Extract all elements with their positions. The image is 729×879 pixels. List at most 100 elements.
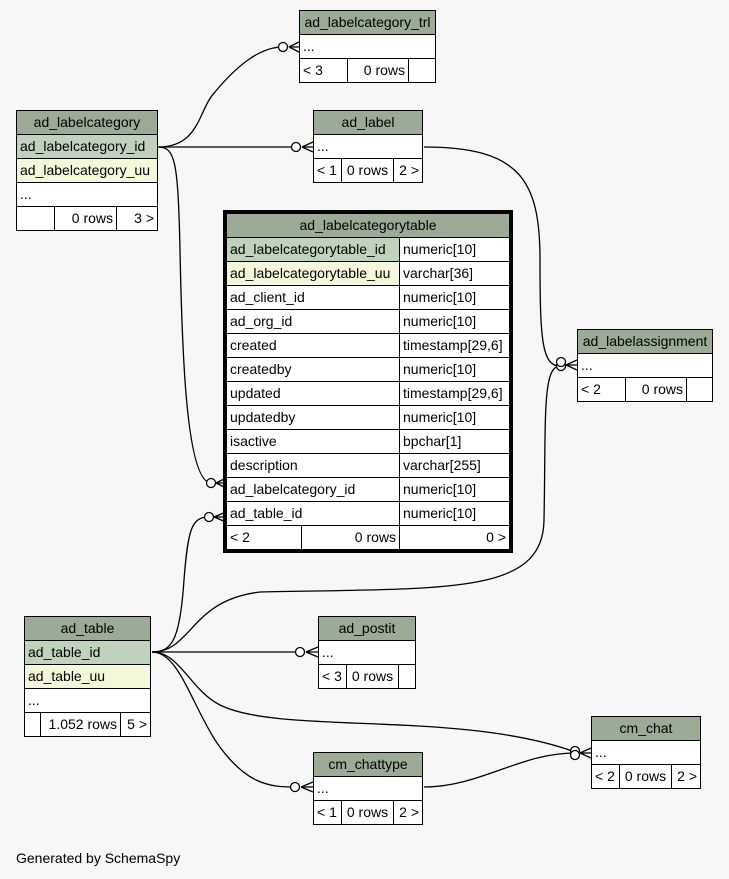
crowfoot-circle — [294, 646, 306, 658]
parents-count[interactable] — [686, 377, 713, 402]
column-type: numeric[10] — [399, 285, 510, 310]
unique-column: ad_labelcategory_uu — [16, 158, 158, 183]
column-name: ad_table_id — [226, 501, 400, 526]
column-type: timestamp[29,6] — [399, 381, 510, 406]
column-type: numeric[10] — [399, 357, 510, 382]
table-header[interactable]: ad_labelcategory — [16, 110, 158, 135]
parents-count[interactable]: 2 > — [671, 764, 701, 789]
parents-count[interactable]: 2 > — [393, 800, 423, 825]
children-count[interactable]: < 2 — [577, 377, 626, 402]
table-ad_label[interactable]: ad_label ... < 1 0 rows 2 > — [313, 110, 423, 183]
column-type: numeric[10] — [399, 501, 510, 526]
children-count[interactable] — [16, 206, 55, 231]
row-count: 0 rows — [346, 664, 399, 689]
row-count: 0 rows — [347, 58, 409, 83]
edge-label-to-labelassignment — [423, 146, 561, 367]
children-count[interactable]: < 2 — [226, 525, 302, 550]
ellipsis-row: ... — [313, 776, 423, 801]
ellipsis-row: ... — [24, 688, 151, 713]
table-ad_labelassignment[interactable]: ad_labelassignment ... < 2 0 rows — [577, 329, 713, 402]
edge-table-to-chat — [151, 651, 576, 753]
crowfoot — [288, 41, 300, 53]
crowfoot — [215, 477, 227, 489]
table-ad_labelcategory_trl[interactable]: ad_labelcategory_trl ... < 3 0 rows — [299, 10, 436, 83]
column-name: createdby — [226, 357, 400, 382]
row-count: 0 rows — [301, 525, 400, 550]
ellipsis-row: ... — [313, 134, 423, 159]
crowfoot-circle — [569, 749, 581, 761]
column-type: bpchar[1] — [399, 429, 510, 454]
column-type: numeric[10] — [399, 477, 510, 502]
ellipsis-row: ... — [299, 34, 436, 59]
column-name: updatedby — [226, 405, 400, 430]
ellipsis-row: ... — [577, 353, 713, 378]
column-name: description — [226, 453, 400, 478]
children-count[interactable]: < 3 — [318, 664, 347, 689]
children-count[interactable]: < 2 — [591, 764, 620, 789]
table-ad_labelcategorytable[interactable]: ad_labelcategorytable ad_labelcategoryta… — [223, 210, 513, 553]
footer-credit[interactable]: Generated by SchemaSpy — [16, 850, 181, 866]
column-type: varchar[255] — [399, 453, 510, 478]
table-header[interactable]: ad_labelassignment — [577, 329, 713, 354]
children-count[interactable]: < 1 — [313, 158, 342, 183]
table-header[interactable]: cm_chat — [591, 716, 701, 741]
column-type: numeric[10] — [399, 237, 510, 262]
edge-chattype-to-chat — [423, 752, 576, 788]
children-count[interactable]: < 3 — [299, 58, 348, 83]
children-count[interactable] — [24, 712, 41, 737]
table-cm_chattype[interactable]: cm_chattype ... < 1 0 rows 2 > — [313, 752, 423, 825]
crowfoot-circle — [277, 41, 289, 53]
table-ad_table[interactable]: ad_table ad_table_id ad_table_uu ... 1.0… — [24, 616, 151, 737]
children-count[interactable]: < 1 — [313, 800, 342, 825]
parents-count[interactable]: 5 > — [120, 712, 151, 737]
parents-count[interactable]: 3 > — [116, 206, 158, 231]
table-header[interactable]: ad_label — [313, 110, 423, 135]
table-ad_postit[interactable]: ad_postit ... < 3 0 rows — [318, 616, 416, 689]
crowfoot-circle — [205, 477, 217, 489]
table-ad_labelcategory[interactable]: ad_labelcategory ad_labelcategory_id ad_… — [16, 110, 158, 231]
parents-count[interactable] — [408, 58, 436, 83]
crowfoot — [305, 646, 319, 658]
column-type: timestamp[29,6] — [399, 333, 510, 358]
table-header[interactable]: cm_chattype — [313, 752, 423, 777]
parents-count[interactable]: 2 > — [393, 158, 423, 183]
ellipsis-row: ... — [318, 640, 416, 665]
column-type: numeric[10] — [399, 405, 510, 430]
table-header[interactable]: ad_table — [24, 616, 151, 641]
column-name: updated — [226, 381, 400, 406]
crowfoot-circle — [203, 511, 215, 523]
edge-table-to-labelassignment — [151, 365, 561, 653]
row-count: 1.052 rows — [40, 712, 121, 737]
edge-labelcategory-to-trl — [157, 46, 284, 148]
row-count: 0 rows — [625, 377, 687, 402]
ellipsis-row: ... — [16, 182, 158, 207]
edge-labelcategory-to-labelcategorytable — [157, 146, 212, 484]
column-name: ad_client_id — [226, 285, 400, 310]
parents-count[interactable] — [398, 664, 416, 689]
crowfoot-circle — [555, 356, 567, 368]
primary-key-column: ad_table_id — [24, 640, 151, 665]
crowfoot — [579, 747, 592, 759]
table-header[interactable]: ad_labelcategory_trl — [299, 10, 436, 35]
column-name: isactive — [226, 429, 400, 454]
edge-table-to-chattype — [151, 651, 296, 788]
crowfoot-circle — [289, 781, 301, 793]
table-cm_chat[interactable]: cm_chat ... < 2 0 rows 2 > — [591, 716, 701, 789]
column-name: ad_org_id — [226, 309, 400, 334]
table-header[interactable]: ad_labelcategorytable — [226, 213, 510, 238]
table-header[interactable]: ad_postit — [318, 616, 416, 641]
parents-count[interactable]: 0 > — [399, 525, 510, 550]
primary-key-column: ad_labelcategory_id — [16, 134, 158, 159]
row-count: 0 rows — [341, 158, 394, 183]
